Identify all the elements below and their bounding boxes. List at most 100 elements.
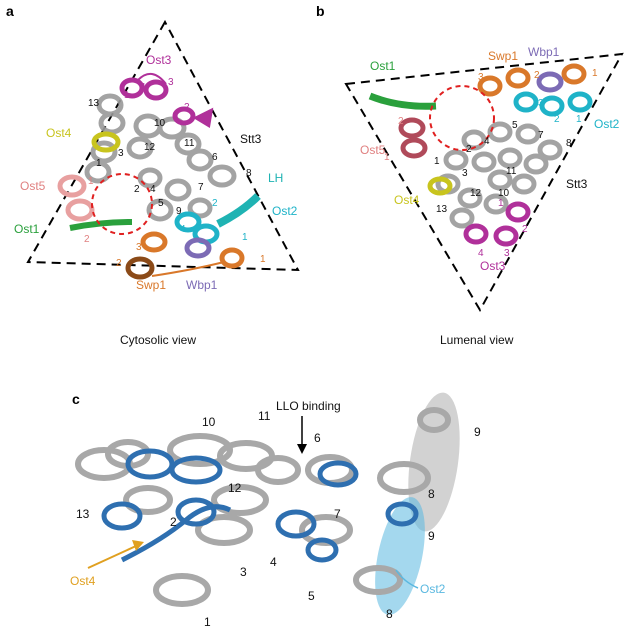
label-ost1-a: Ost1 xyxy=(14,222,40,236)
helix-number-a: 2 xyxy=(212,198,218,209)
helix-number-a: 3 xyxy=(136,242,142,253)
ost5-helices-a xyxy=(57,174,95,222)
helix-number-b: 1 xyxy=(434,156,440,167)
helix-number-b: 10 xyxy=(498,188,510,199)
label-ost5-a: Ost5 xyxy=(20,179,46,193)
helix-number-a: 1 xyxy=(88,176,94,187)
panel-letter-c: c xyxy=(72,391,80,407)
helix-number-c: 8 xyxy=(386,607,393,621)
label-stt3-b: Stt3 xyxy=(566,177,588,191)
helix-number-b: 1 xyxy=(384,152,390,163)
helix-number-c: 1 xyxy=(204,615,211,629)
label-stt3-a: Stt3 xyxy=(240,132,262,146)
ost2-helices-b xyxy=(513,91,593,117)
swp1-helices-b xyxy=(477,63,587,97)
central-cavity-b xyxy=(429,85,495,151)
ost5-helices-b xyxy=(398,117,428,159)
panel-a: a xyxy=(6,3,300,347)
label-ost5-b: Ost5 xyxy=(360,143,386,157)
helix-number-a: 1 xyxy=(260,254,266,265)
helix-numbers-c: 10 11 6 9 12 13 8 2 7 9 4 3 5 8 1 xyxy=(76,409,481,629)
label-wbp1-a: Wbp1 xyxy=(186,278,218,292)
panel-c: c LLO binding Ost4 xyxy=(70,391,481,629)
helix-number-b: 1 xyxy=(592,68,598,79)
ost4-helix-a xyxy=(91,131,121,153)
helix-number-a: 3 xyxy=(118,148,124,159)
helix-number-b: 5 xyxy=(512,120,518,131)
panel-letter-b: b xyxy=(316,3,325,19)
helix-number-c: 9 xyxy=(428,529,435,543)
label-ost1-b: Ost1 xyxy=(370,59,396,73)
helix-number-b: 3 xyxy=(478,72,484,83)
helix-number-b: 12 xyxy=(470,188,482,199)
helix-number-c: 13 xyxy=(76,507,90,521)
helix-number-c: 4 xyxy=(270,555,277,569)
label-wbp1-b: Wbp1 xyxy=(528,45,560,59)
ost4-label-c: Ost4 xyxy=(70,574,96,588)
label-swp1-b: Swp1 xyxy=(488,49,518,63)
helix-number-a: 9 xyxy=(176,206,182,217)
helix-number-b: 4 xyxy=(484,136,490,147)
helix-number-a: 1 xyxy=(96,158,102,169)
helix-number-a: 10 xyxy=(154,118,166,129)
helix-number-b: 11 xyxy=(506,166,517,177)
wbp1-helix-b xyxy=(536,71,564,93)
llo-arrow-head xyxy=(297,444,307,454)
helix-number-b: 2 xyxy=(534,70,540,81)
helix-number-c: 6 xyxy=(314,431,321,445)
helix-number-b: 3 xyxy=(504,248,510,259)
ost1-helix-b xyxy=(368,92,437,110)
label-ost4-a: Ost4 xyxy=(46,126,72,140)
helix-number-c: 8 xyxy=(428,487,435,501)
label-lh-a: LH xyxy=(268,171,283,185)
label-ost3-b: Ost3 xyxy=(480,259,506,273)
helix-number-c: 7 xyxy=(334,507,341,521)
helix-number-b: 2 xyxy=(466,144,472,155)
helix-number-b: 3 xyxy=(538,98,544,109)
label-ost2-b: Ost2 xyxy=(594,117,620,131)
helix-number-a: 2 xyxy=(184,102,190,113)
panel-letter-a: a xyxy=(6,3,14,19)
ost3-helices-a xyxy=(119,73,214,129)
stt3-helices-a xyxy=(84,93,237,222)
ost2-leader-line xyxy=(395,569,419,589)
helix-number-a: 5 xyxy=(158,198,164,209)
helix-number-a: 6 xyxy=(212,152,218,163)
helix-numbers-b: 3 2 1 3 2 1 2 1 2 4 5 7 8 1 3 11 12 10 1… xyxy=(384,68,598,259)
helix-number-a: 3 xyxy=(168,77,174,88)
llo-binding-label: LLO binding xyxy=(276,399,341,413)
helix-number-a: 12 xyxy=(144,142,156,153)
ost2-label-c: Ost2 xyxy=(420,582,446,596)
label-ost2-a: Ost2 xyxy=(272,204,298,218)
helix-number-c: 10 xyxy=(202,415,216,429)
swp1-helices-a xyxy=(125,231,245,280)
panel-b: b xyxy=(316,3,624,347)
ost1-helix-a xyxy=(69,219,133,231)
helix-numbers-a: 13 4 3 1 2 10 11 12 3 1 6 8 2 4 7 5 9 1 … xyxy=(84,77,266,269)
helix-number-a: 13 xyxy=(88,98,100,109)
helix-number-c: 9 xyxy=(474,425,481,439)
triangle-outline-b xyxy=(344,52,624,313)
helix-number-b: 1 xyxy=(498,198,504,209)
ost4-arrow-head xyxy=(132,540,144,551)
helix-number-b: 4 xyxy=(478,248,484,259)
blue-helices-c xyxy=(101,448,419,563)
caption-lumenal-view: Lumenal view xyxy=(440,333,514,347)
caption-cytosolic-view: Cytosolic view xyxy=(120,333,196,347)
helix-number-a: 2 xyxy=(116,258,122,269)
helix-number-b: 2 xyxy=(522,224,528,235)
helix-number-a: 11 xyxy=(184,138,195,149)
label-ost3-a: Ost3 xyxy=(146,53,172,67)
ost4-helix-b xyxy=(427,176,453,196)
helix-number-a: 2 xyxy=(84,234,90,245)
central-cavity-a xyxy=(91,173,153,235)
helix-number-c: 12 xyxy=(228,481,242,495)
helix-number-a: 1 xyxy=(124,90,130,101)
helix-number-b: 8 xyxy=(566,138,572,149)
ost3-helices-b xyxy=(463,201,531,247)
label-ost4-b: Ost4 xyxy=(394,193,420,207)
helix-number-c: 3 xyxy=(240,565,247,579)
label-swp1-a: Swp1 xyxy=(136,278,166,292)
helix-number-a: 8 xyxy=(246,168,252,179)
